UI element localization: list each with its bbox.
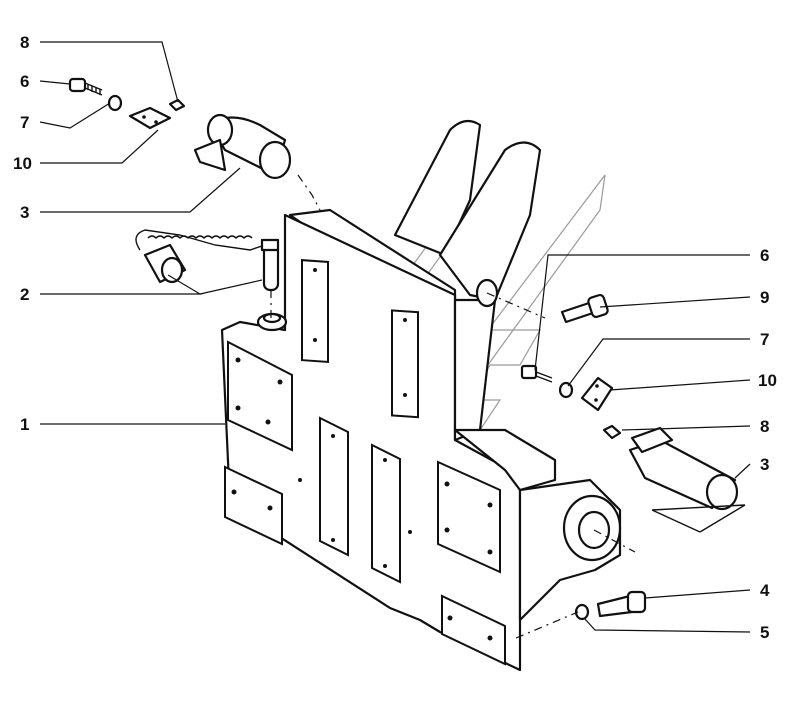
leader-lines (39, 41, 751, 633)
callout-3-right: 3 (760, 455, 769, 474)
callout-8-top: 8 (20, 33, 29, 52)
callout-1: 1 (20, 415, 29, 434)
hardware-right (520, 293, 739, 621)
callout-7-top: 7 (20, 113, 29, 132)
callout-6-right: 6 (760, 246, 769, 265)
callout-9: 9 (760, 288, 769, 307)
callout-5: 5 (760, 623, 769, 642)
pin-upper (193, 113, 292, 180)
callout-6-top: 6 (20, 72, 29, 91)
main-bracket (220, 119, 622, 672)
callout-labels: 8 6 7 10 3 2 1 6 9 7 10 8 3 4 5 (13, 33, 777, 642)
centerlines (297, 174, 746, 639)
callout-4: 4 (760, 581, 770, 600)
hardware-top-left (68, 77, 186, 130)
callout-10-top: 10 (13, 154, 32, 173)
callout-10-right: 10 (758, 371, 777, 390)
lynch-pin-chain (135, 229, 280, 318)
callout-7-right: 7 (760, 330, 769, 349)
callout-3-top: 3 (20, 203, 29, 222)
callout-2: 2 (20, 285, 29, 304)
callout-8-right: 8 (760, 417, 769, 436)
